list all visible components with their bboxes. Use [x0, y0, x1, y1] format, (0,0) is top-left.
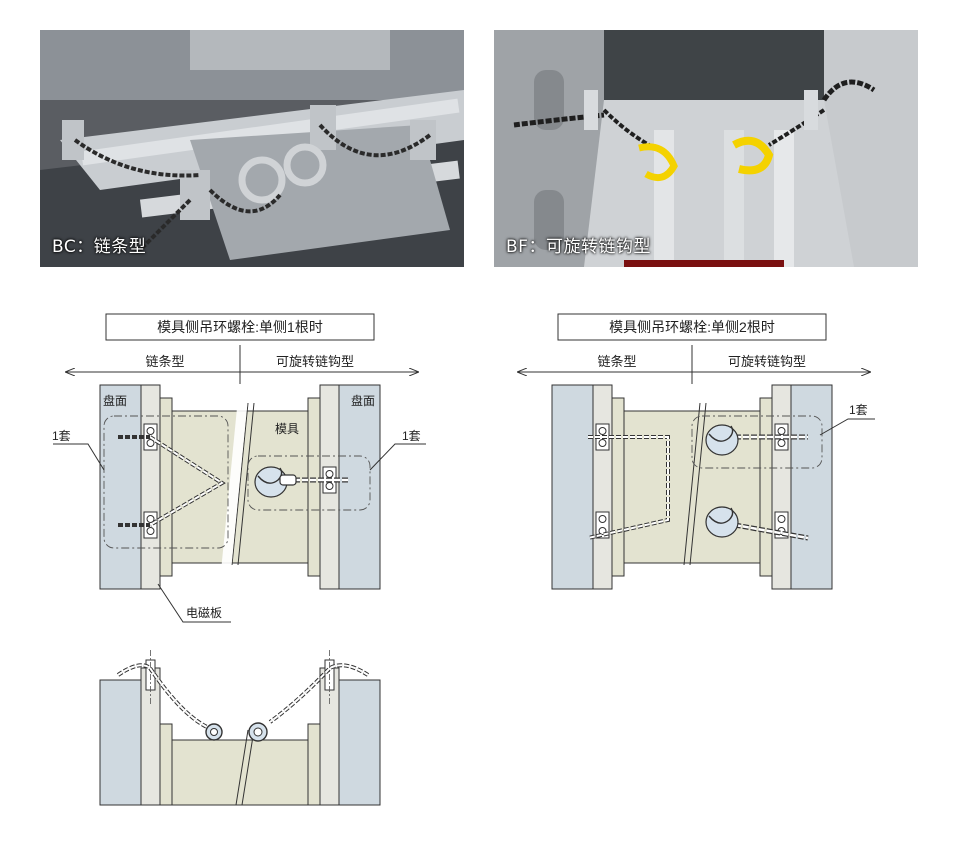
photo-swivel-hook-type-image: [494, 30, 918, 267]
photo-swivel-hook-type: BF：可旋转链钩型: [494, 30, 918, 267]
set-box-double: [691, 415, 823, 469]
diagram-single-bolt: 模具侧吊环螺栓:单侧1根时 链条型 可旋转链钩型 盘面 盘面 模具: [52, 313, 426, 623]
set-box-chain: [103, 415, 229, 549]
photo-chain-type-caption: BC：链条型: [52, 237, 147, 257]
diagram-left-section-hook: 可旋转链钩型: [276, 354, 354, 369]
diagram-left-title-box: [105, 313, 375, 341]
diagram-left-title: 模具侧吊环螺栓:单侧1根时: [157, 319, 323, 335]
swivel-hook-top-icon: [705, 424, 739, 456]
platen-right: [338, 384, 381, 590]
swivel-hook-icon: [254, 466, 297, 498]
diagram-right-section-hook: 可旋转链钩型: [728, 354, 806, 369]
diagram-side-view: [99, 650, 381, 806]
platen-left-label: 盘面: [103, 393, 127, 408]
diagram-right-title: 模具侧吊环螺栓:单侧2根时: [609, 319, 775, 335]
diagram-right-section-chain: 链条型: [597, 354, 636, 369]
swivel-hook-bottom-icon: [705, 506, 739, 538]
set-label-right: 1套: [402, 429, 421, 443]
diagram-right-title-box: [557, 313, 827, 341]
set-label-double: 1套: [849, 403, 868, 417]
platen-right-label: 盘面: [351, 393, 375, 408]
diagram-double-bolt: 模具侧吊环螺栓:单侧2根时 链条型 可旋转链钩型: [518, 313, 875, 590]
photo-chain-type-image: [40, 30, 464, 267]
diagram-left-section-chain: 链条型: [145, 354, 184, 369]
mold-label: 模具: [275, 422, 299, 436]
magnetic-plate-label: 电磁板: [186, 605, 222, 620]
photo-chain-type: BC：链条型: [40, 30, 464, 267]
set-box-hook: [247, 455, 371, 511]
set-label-left: 1套: [52, 429, 71, 443]
photo-swivel-hook-type-caption: BF：可旋转链钩型: [506, 237, 651, 257]
